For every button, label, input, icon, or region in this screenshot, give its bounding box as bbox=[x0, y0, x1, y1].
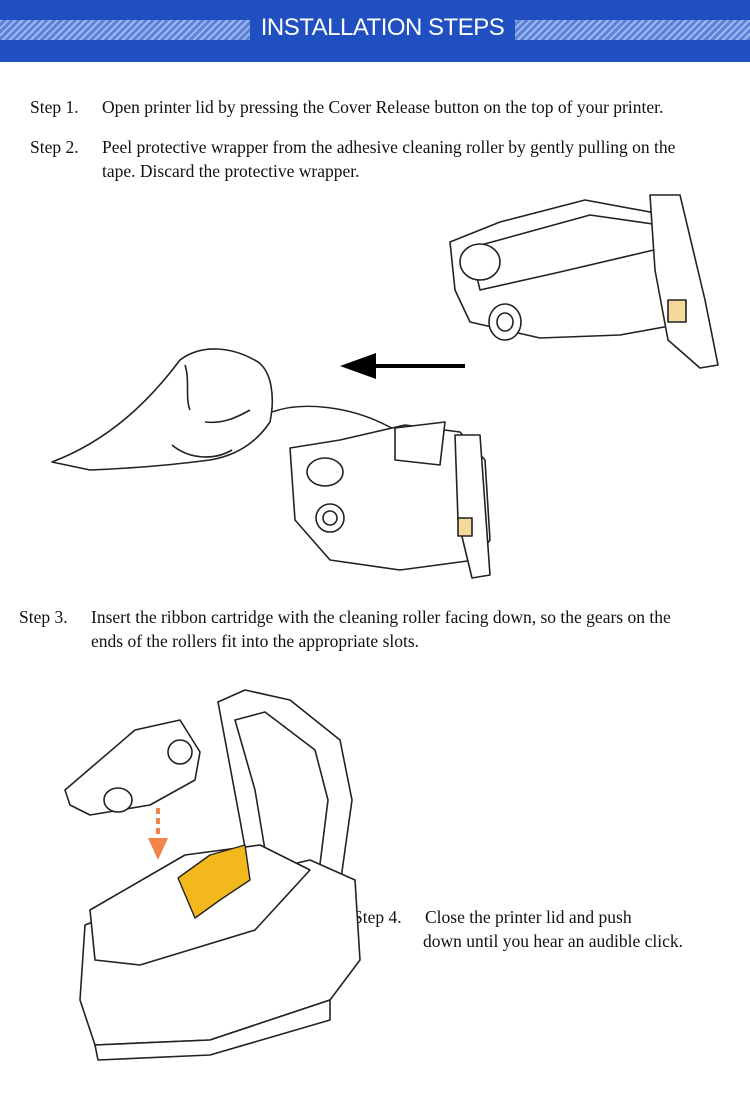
step-1-text: Open printer lid by pressing the Cover R… bbox=[102, 97, 664, 117]
step-2: Step 2. Peel protective wrapper from the… bbox=[30, 135, 745, 185]
step-1: Step 1. Open printer lid by pressing the… bbox=[30, 95, 745, 121]
yellow-cartridge bbox=[177, 844, 251, 919]
header-pattern-right bbox=[515, 20, 750, 40]
step-4-text-line1: Close the printer lid and push bbox=[425, 907, 632, 927]
step-4: Step 4. Close the printer lid and push d… bbox=[353, 905, 743, 955]
pull-arrow-icon bbox=[340, 353, 465, 379]
step-2-text-line1: Peel protective wrapper from the adhesiv… bbox=[102, 137, 676, 157]
down-arrow-icon bbox=[148, 808, 168, 860]
header-banner: INSTALLATION STEPS bbox=[0, 0, 750, 62]
header-pattern-left bbox=[0, 20, 250, 40]
step-1-number: Step 1. bbox=[30, 97, 79, 117]
step-3: Step 3. Insert the ribbon cartridge with… bbox=[19, 605, 747, 655]
step-4-number: Step 4. bbox=[353, 907, 402, 927]
step-2-text-line2: tape. Discard the protective wrapper. bbox=[102, 161, 360, 181]
step-4-text-line2: down until you hear an audible click. bbox=[423, 931, 683, 951]
step-3-number: Step 3. bbox=[19, 607, 68, 627]
page-title: INSTALLATION STEPS bbox=[260, 14, 505, 41]
step-3-text-line1: Insert the ribbon cartridge with the cle… bbox=[91, 607, 671, 627]
hand-illustration bbox=[51, 348, 274, 471]
step-3-text-line2: ends of the rollers fit into the appropr… bbox=[91, 631, 420, 651]
step-2-number: Step 2. bbox=[30, 137, 79, 157]
